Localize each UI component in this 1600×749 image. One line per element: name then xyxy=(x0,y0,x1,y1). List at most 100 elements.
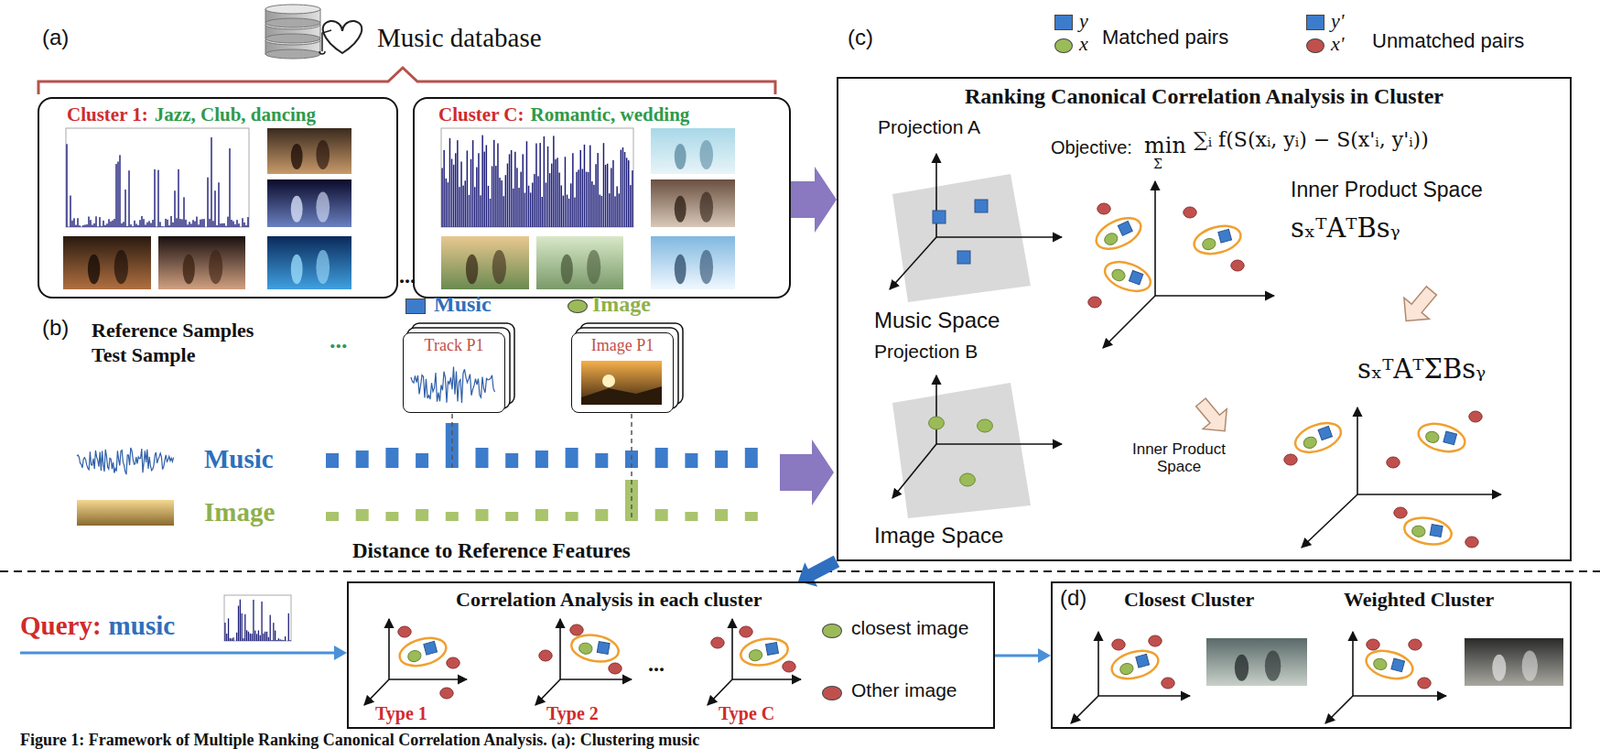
plot-frame xyxy=(224,594,292,641)
histogram-bar xyxy=(620,150,622,228)
image-point xyxy=(1088,296,1102,308)
image-point xyxy=(440,687,454,699)
photo xyxy=(650,128,736,174)
histogram-bar xyxy=(228,148,230,228)
axis-line xyxy=(1155,294,1275,297)
axis-line xyxy=(559,618,562,680)
feature-bar xyxy=(385,511,399,521)
image-point xyxy=(747,648,763,662)
histogram-bar xyxy=(535,143,537,228)
histogram-bar xyxy=(232,637,234,641)
axis-line xyxy=(1357,493,1502,496)
photo xyxy=(650,179,736,228)
histogram-bar xyxy=(201,218,203,228)
figure-caption: Figure 1: Framework of Multiple Ranking … xyxy=(20,731,700,748)
histogram-bar xyxy=(248,631,249,641)
photo-figure xyxy=(315,140,330,170)
axis-line xyxy=(1070,695,1099,724)
histogram-bar xyxy=(173,190,175,228)
legend-swatch xyxy=(1306,38,1325,54)
artwork xyxy=(0,4,1600,724)
histogram-bar xyxy=(449,138,451,228)
histogram-bar xyxy=(239,226,241,228)
histogram-bar xyxy=(575,172,577,228)
panel-letter: (c) xyxy=(847,25,874,50)
histogram-bar xyxy=(274,630,276,641)
axis-line xyxy=(1301,494,1358,548)
legend-swatch xyxy=(821,623,843,638)
feature-bar xyxy=(475,508,489,521)
histogram-bar xyxy=(614,195,616,228)
image-point xyxy=(1465,536,1479,548)
histogram-bar xyxy=(443,150,444,228)
histogram-bar xyxy=(272,622,274,641)
histogram-bar xyxy=(227,216,228,228)
feature-bar xyxy=(655,447,669,468)
feature-bar xyxy=(684,511,698,521)
transform-arrow xyxy=(1393,280,1444,332)
histogram-bar xyxy=(447,182,449,228)
histogram-bar xyxy=(128,170,130,228)
histogram-bar xyxy=(254,630,256,641)
histogram-bar xyxy=(466,150,468,228)
histogram-bar xyxy=(572,152,573,228)
axis-line xyxy=(707,679,733,705)
histogram-bar xyxy=(493,140,495,228)
histogram-bar xyxy=(82,225,84,228)
matched-pair xyxy=(1091,211,1146,255)
matched-pair xyxy=(1362,646,1416,684)
row-label: Reference Samples xyxy=(91,319,254,342)
histogram-bar xyxy=(208,218,210,228)
histogram-bar xyxy=(477,152,479,228)
waveform xyxy=(410,366,496,402)
leader-line xyxy=(451,413,454,468)
image-point xyxy=(711,637,725,649)
histogram-bar xyxy=(236,632,238,641)
legend-swatch xyxy=(405,298,426,314)
photo-figure xyxy=(315,249,330,284)
panel-letter: (a) xyxy=(42,25,69,50)
photo-figure xyxy=(465,254,478,284)
axis-line xyxy=(892,443,937,498)
music-point xyxy=(932,210,946,224)
feature-bar xyxy=(505,453,519,468)
formula-subscript: Σ xyxy=(1153,157,1163,172)
leader-line xyxy=(630,413,633,521)
histogram-bar xyxy=(288,613,290,641)
modality-label: Music xyxy=(204,444,274,475)
histogram-bar xyxy=(161,226,163,228)
histogram-bar xyxy=(519,172,521,228)
image-point xyxy=(578,641,594,655)
histogram-bar xyxy=(142,218,144,228)
matched-pair xyxy=(1402,514,1454,549)
axis-line xyxy=(1325,695,1353,724)
space-label: Inner Product Space xyxy=(1127,441,1231,476)
image-point xyxy=(1424,430,1440,444)
histogram-bar xyxy=(454,152,456,228)
histogram-bar xyxy=(106,223,108,228)
histogram-bar xyxy=(144,224,146,228)
histogram-bar xyxy=(71,220,73,228)
pair-ring xyxy=(1108,646,1161,684)
separator-line xyxy=(0,570,1600,573)
feature-bar xyxy=(415,453,429,468)
result-panel: Closest ClusterWeighted Cluster xyxy=(1050,581,1572,729)
histogram-bar xyxy=(456,140,458,228)
histogram-bar xyxy=(606,163,608,228)
cluster-box: Cluster 1:Jazz, Club, dancing xyxy=(37,97,399,299)
image-point xyxy=(977,419,994,433)
histogram-bar xyxy=(458,186,460,228)
database-label: Music database xyxy=(377,23,542,54)
image-point xyxy=(608,662,622,674)
feature-bar xyxy=(415,508,429,521)
histogram-bar xyxy=(489,198,491,228)
histogram-bar xyxy=(206,177,208,228)
histogram-bar xyxy=(192,219,194,228)
histogram-bar xyxy=(76,217,78,228)
image-point xyxy=(929,416,945,430)
histogram-bar xyxy=(164,218,166,228)
histogram-bar xyxy=(181,218,183,228)
photo-figure xyxy=(674,143,687,170)
axis-line xyxy=(731,618,734,680)
cluster-tags: Romantic, wedding xyxy=(530,104,691,126)
